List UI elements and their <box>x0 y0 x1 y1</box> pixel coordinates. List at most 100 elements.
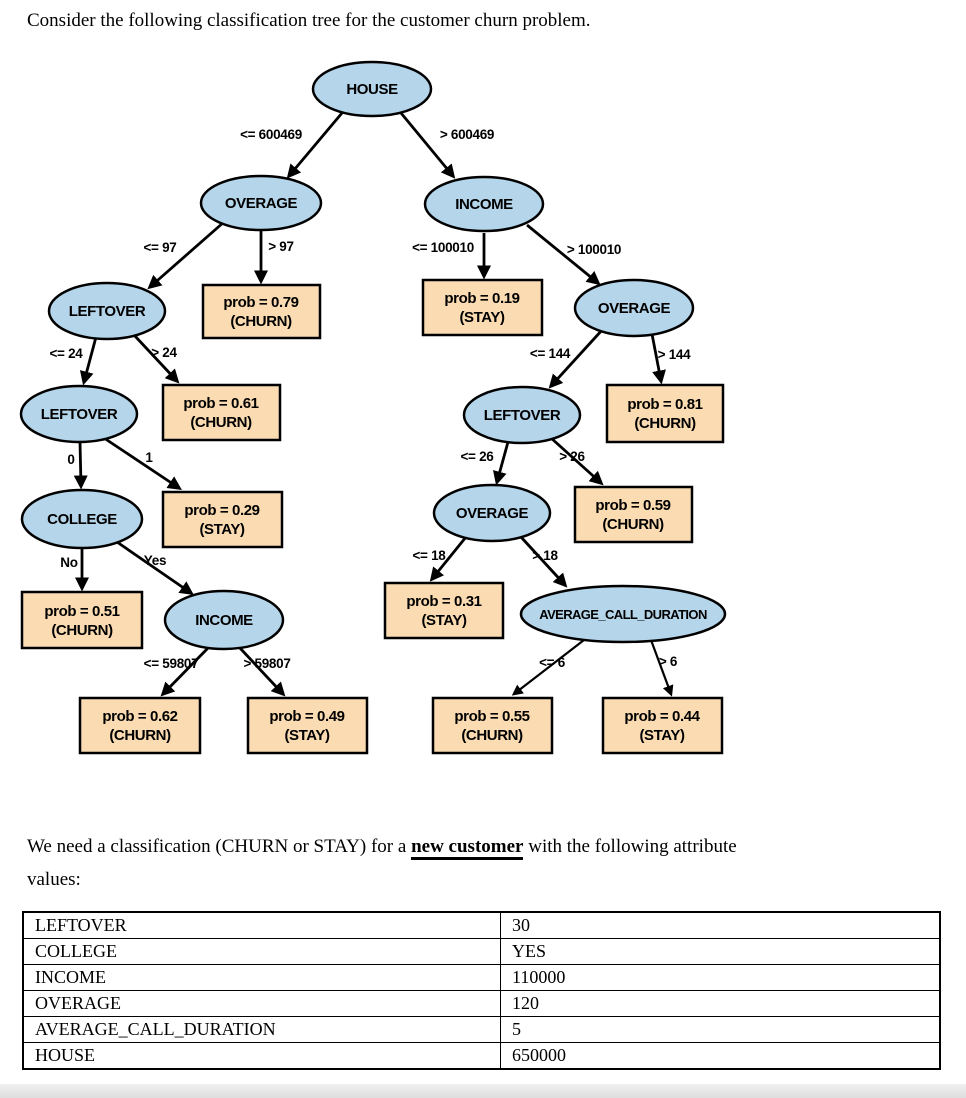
leaf-class: (CHURN) <box>109 727 171 744</box>
tree-leaf-churn-059: prob = 0.59 (CHURN) <box>573 485 694 544</box>
leaf-class: (CHURN) <box>190 414 252 431</box>
edge-overage-churn81 <box>650 333 666 385</box>
leaf-prob: prob = 0.31 <box>406 593 481 610</box>
attr-name-cell: OVERAGE <box>22 990 501 1017</box>
edge-acd-stay44 <box>649 639 674 697</box>
leaf-class: (STAY) <box>199 521 245 538</box>
edge-label: No <box>60 555 77 570</box>
node-label: OVERAGE <box>456 505 529 522</box>
leaf-prob: prob = 0.61 <box>183 395 258 412</box>
leaf-box <box>161 490 284 549</box>
edge-overage-acd <box>519 536 568 588</box>
edge-label: > 600469 <box>440 127 494 142</box>
tree-node-leftover-1: LEFTOVER <box>47 281 167 341</box>
edge-label: Yes <box>144 553 166 568</box>
edge-label: > 18 <box>532 548 558 563</box>
table-row: HOUSE 650000 <box>22 1042 941 1070</box>
attr-value-cell: 5 <box>500 1016 941 1043</box>
tree-node-overage-left: OVERAGE <box>199 174 323 232</box>
leaf-prob: prob = 0.51 <box>44 603 119 620</box>
node-ellipse <box>423 175 545 233</box>
tree-leaf-stay-031: prob = 0.31 (STAY) <box>383 581 505 640</box>
leaf-box <box>605 383 725 444</box>
edge-leftover-churn59 <box>550 436 604 486</box>
node-label: INCOME <box>195 612 253 629</box>
node-label: LEFTOVER <box>484 407 561 424</box>
tree-edge-labels: <= 600469 > 600469 <= 97 > 97 <= 24 > 24… <box>49 127 691 671</box>
tree-leaf-stay-019: prob = 0.19 (STAY) <box>421 278 544 337</box>
attr-name-cell: COLLEGE <box>22 938 501 965</box>
attr-value-cell: YES <box>500 938 941 965</box>
leaf-box <box>246 696 369 755</box>
node-label: HOUSE <box>346 81 398 98</box>
node-ellipse <box>47 281 167 341</box>
leaf-class: (STAY) <box>639 727 685 744</box>
leaf-prob: prob = 0.59 <box>595 497 670 514</box>
question-paragraph: We need a classification (CHURN or STAY)… <box>27 830 937 896</box>
edge-income-overage-right <box>526 223 601 286</box>
node-label: LEFTOVER <box>41 406 118 423</box>
edge-label: <= 24 <box>49 346 83 361</box>
leaf-prob: prob = 0.55 <box>454 708 529 725</box>
leaf-class: (CHURN) <box>461 727 523 744</box>
edge-label: 0 <box>67 452 74 467</box>
tree-leaf-churn-055: prob = 0.55 (CHURN) <box>431 696 554 755</box>
edge-label: > 26 <box>559 449 585 464</box>
node-ellipse <box>462 385 582 445</box>
tree-node-leftover-right: LEFTOVER <box>462 385 582 445</box>
edge-label: > 6 <box>659 654 678 669</box>
leaf-class: (CHURN) <box>230 313 292 330</box>
edge-label: <= 59807 <box>144 656 199 671</box>
tree-leaf-churn-079: prob = 0.79 (CHURN) <box>201 283 322 340</box>
leaf-prob: prob = 0.19 <box>444 290 519 307</box>
edge-label: > 144 <box>658 347 691 362</box>
tree-leaf-stay-044: prob = 0.44 (STAY) <box>601 696 724 755</box>
node-label: COLLEGE <box>47 511 117 528</box>
node-label: OVERAGE <box>225 195 298 212</box>
question-prefix: We need a classification (CHURN or STAY)… <box>27 836 412 857</box>
tree-leaf-churn-062: prob = 0.62 (CHURN) <box>78 696 202 755</box>
node-ellipse <box>573 278 695 338</box>
leaf-prob: prob = 0.29 <box>184 502 259 519</box>
tree-node-income-left: INCOME <box>163 589 285 651</box>
leaf-prob: prob = 0.79 <box>223 294 298 311</box>
edge-label: <= 97 <box>143 240 176 255</box>
edge-label: <= 600469 <box>240 127 302 142</box>
edge-income-churn62 <box>160 646 211 697</box>
leaf-class: (STAY) <box>284 727 330 744</box>
edge-label: > 97 <box>268 239 293 254</box>
edge-label: <= 18 <box>412 548 446 563</box>
question-emphasis: new customer <box>411 836 524 860</box>
edge-overage-leftover-right <box>548 328 605 389</box>
table-row: COLLEGE YES <box>22 938 941 965</box>
edge-label: > 100010 <box>567 242 621 257</box>
node-ellipse <box>19 384 139 444</box>
table-row: INCOME 110000 <box>22 964 941 991</box>
leaf-box <box>601 696 724 755</box>
edge-label: 1 <box>145 450 153 465</box>
leaf-class: (CHURN) <box>602 516 664 533</box>
tree-leaf-stay-049: prob = 0.49 (STAY) <box>246 696 369 755</box>
node-label: AVERAGE_CALL_DURATION <box>539 607 707 622</box>
table-row: AVERAGE_CALL_DURATION 5 <box>22 1016 941 1043</box>
tree-leaf-stay-029: prob = 0.29 (STAY) <box>161 490 284 549</box>
table-row: LEFTOVER 30 <box>22 911 941 939</box>
classification-tree-diagram: <= 600469 > 600469 <= 97 > 97 <= 24 > 24… <box>19 60 727 755</box>
leaf-prob: prob = 0.49 <box>269 708 344 725</box>
question-line-1: We need a classification (CHURN or STAY)… <box>27 830 937 863</box>
leaf-box <box>78 696 202 755</box>
tree-leaf-churn-081: prob = 0.81 (CHURN) <box>605 383 725 444</box>
leaf-box <box>573 485 694 544</box>
tree-node-overage-right: OVERAGE <box>573 278 695 338</box>
leaf-box <box>201 283 322 340</box>
tree-edges <box>73 112 674 697</box>
node-label: OVERAGE <box>598 300 671 317</box>
attr-value-cell: 650000 <box>500 1042 941 1070</box>
edge-leftover1-churn61 <box>132 334 180 384</box>
edge-label: <= 26 <box>460 449 494 464</box>
edge-label: <= 100010 <box>412 240 474 255</box>
leaf-box <box>161 383 282 442</box>
tree-node-avg-call-duration: AVERAGE_CALL_DURATION <box>519 584 727 644</box>
edge-college-income <box>116 540 194 595</box>
tree-node-leftover-2: LEFTOVER <box>19 384 139 444</box>
